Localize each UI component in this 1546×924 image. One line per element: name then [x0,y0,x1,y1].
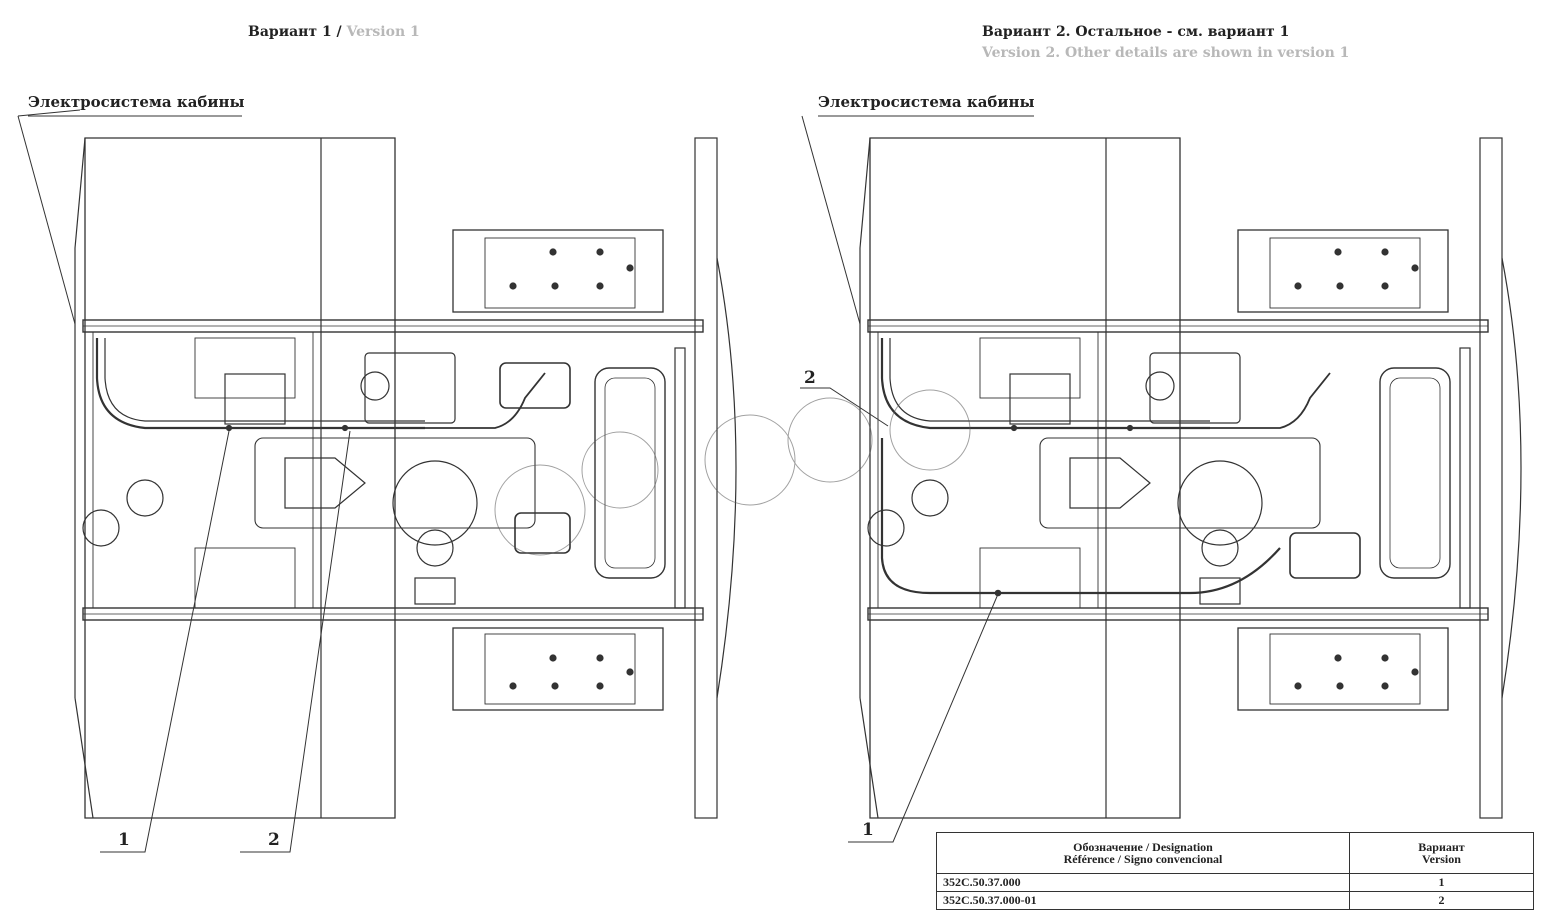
v2-label-1: 1 [862,820,874,840]
designation-header: Обозначение / Designation Référence / Si… [936,832,1350,874]
variant-cell: 2 [1349,891,1534,910]
variant-header: Вариант Version [1349,832,1534,874]
version1-drawing [73,136,738,820]
variant-header-line2: Version [1422,852,1461,866]
designation-cell: 352C.50.37.000-01 [936,891,1350,910]
variant-header-line1: Вариант [1418,840,1465,854]
spec-table: Обозначение / Designation Référence / Si… [936,832,1534,910]
table-row: 352C.50.37.000-01 2 [936,891,1534,910]
variant-cell: 1 [1349,873,1534,892]
designation-header-line2: Référence / Signo convencional [1063,852,1223,866]
v2-ac-compressor [1289,532,1361,579]
v1-label-1: 1 [118,830,130,850]
version2-drawing [858,136,1523,820]
version2-title-en: Version 2. Other details are shown in ve… [982,45,1350,61]
version1-callout: Электросистема кабины [28,93,245,111]
version1-title: Вариант 1 / Version 1 [248,24,420,40]
version1-title-ru: Вариант 1 / [248,24,342,40]
designation-cell: 352C.50.37.000 [936,873,1350,892]
version2-title-ru: Вариант 2. Остальное - см. вариант 1 [982,24,1290,40]
v1-ac-compressor [499,362,571,409]
table-row: 352C.50.37.000 1 [936,873,1534,892]
watermark [494,389,971,556]
version1-title-en: Version 1 [346,24,420,40]
version2-callout: Электросистема кабины [818,93,1035,111]
v2-label-2: 2 [804,368,816,388]
v1-label-2: 2 [268,830,280,850]
spec-table-header: Обозначение / Designation Référence / Si… [936,832,1534,874]
designation-header-line1: Обозначение / Designation [1073,840,1213,854]
